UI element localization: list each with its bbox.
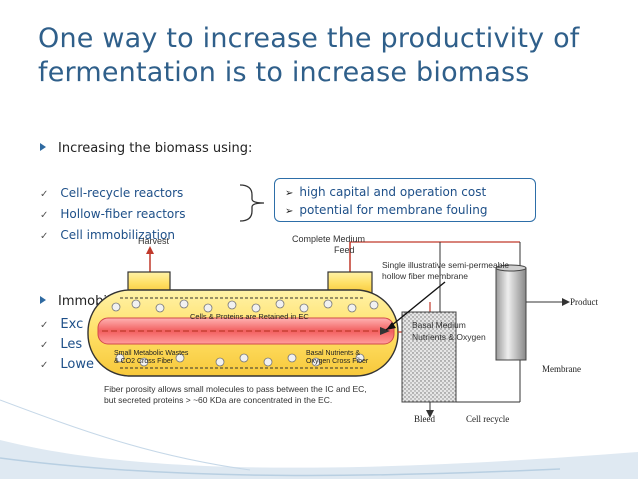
- membrane-note-2: hollow fiber membrane: [382, 271, 468, 281]
- check-icon: ✓: [40, 210, 49, 221]
- arrow-bullet-icon: ➢: [285, 188, 294, 199]
- callout-item-2: ➢ potential for membrane fouling: [285, 202, 535, 220]
- check-icon: ✓: [40, 340, 49, 351]
- membrane-module: [495, 267, 527, 361]
- check-item-2: ✓ Hollow-fiber reactors: [40, 207, 185, 221]
- check-icon: ✓: [40, 231, 49, 242]
- bullet-increasing-biomass: Increasing the biomass using:: [40, 141, 252, 156]
- basal-medium-label-1: Basal Medium: [412, 320, 466, 330]
- title-line-1: One way to increase the productivity of: [38, 23, 580, 54]
- check2-item-2: ✓ Les: [40, 337, 82, 352]
- bullet-text: Increasing the biomass using:: [58, 141, 253, 156]
- check-text: Lowe: [60, 357, 94, 372]
- check-icon: ✓: [40, 360, 49, 371]
- bleed-arrow-icon: [426, 410, 434, 418]
- membrane-label: Membrane: [542, 364, 581, 374]
- nutrients-label-2: Oxygen Cross Fiber: [306, 358, 369, 365]
- check-text: Hollow-fiber reactors: [60, 207, 186, 221]
- bleed-label: Bleed: [414, 414, 435, 424]
- harvest-label: Harvest: [138, 236, 170, 246]
- harvest-arrow-icon: [146, 246, 154, 254]
- check-item-1: ✓ Cell-recycle reactors: [40, 186, 183, 200]
- wastes-label-2: & CO2 Cross Fiber: [114, 358, 174, 365]
- porosity-note-1: Fiber porosity allows small molecules to…: [104, 384, 367, 394]
- callout-box: ➢ high capital and operation cost ➢ potent…: [274, 178, 536, 222]
- porosity-note-2: but secreted proteins > ~60 KDa are conc…: [104, 395, 332, 405]
- complete-medium-label: Complete Medium: [292, 234, 365, 244]
- callout-item-1: ➢ high capital and operation cost: [285, 184, 535, 202]
- check-text: Exc: [60, 317, 84, 332]
- feed-label: Feed: [334, 245, 355, 255]
- title-line-2: fermentation is to increase biomass: [38, 57, 530, 88]
- basal-medium-reservoir: [401, 311, 457, 403]
- callout-text: high capital and operation cost: [299, 185, 487, 199]
- bullet-arrow-icon: [40, 143, 46, 151]
- check-item-3: ✓ Cell immobilization: [40, 228, 175, 242]
- cell-beads: [111, 299, 379, 367]
- check-text: Cell-recycle reactors: [60, 186, 184, 200]
- product-arrow-icon: [562, 298, 570, 306]
- membrane-note-1: Single illustrative semi-permeable: [382, 260, 509, 270]
- nutrients-label-1: Basal Nutrients &: [306, 350, 360, 357]
- hollow-fiber-reactor-diagram: Harvest Complete Medium Feed Single il: [87, 234, 598, 424]
- check-text: Les: [60, 337, 83, 352]
- curly-brace: [239, 184, 265, 222]
- basal-medium-label-2: Nutrients & Oxygen: [412, 332, 486, 342]
- check2-item-1: ✓ Exc: [40, 317, 83, 332]
- slide-title: One way to increase the productivity of …: [38, 22, 628, 90]
- product-label: Product: [570, 297, 598, 307]
- check-icon: ✓: [40, 189, 49, 200]
- wastes-label-1: Small Metabolic Wastes: [114, 350, 189, 357]
- callout-text: potential for membrane fouling: [299, 203, 488, 217]
- cell-recycle-label: Cell recycle: [466, 414, 509, 424]
- check-icon: ✓: [40, 320, 49, 331]
- check2-item-3: ✓ Lowe: [40, 357, 94, 372]
- ec-label: Cells & Proteins are Retained in EC: [190, 312, 309, 321]
- arrow-bullet-icon: ➢: [285, 206, 294, 217]
- fiber-flow-arrow-icon: [380, 327, 390, 335]
- check-text: Cell immobilization: [60, 228, 175, 242]
